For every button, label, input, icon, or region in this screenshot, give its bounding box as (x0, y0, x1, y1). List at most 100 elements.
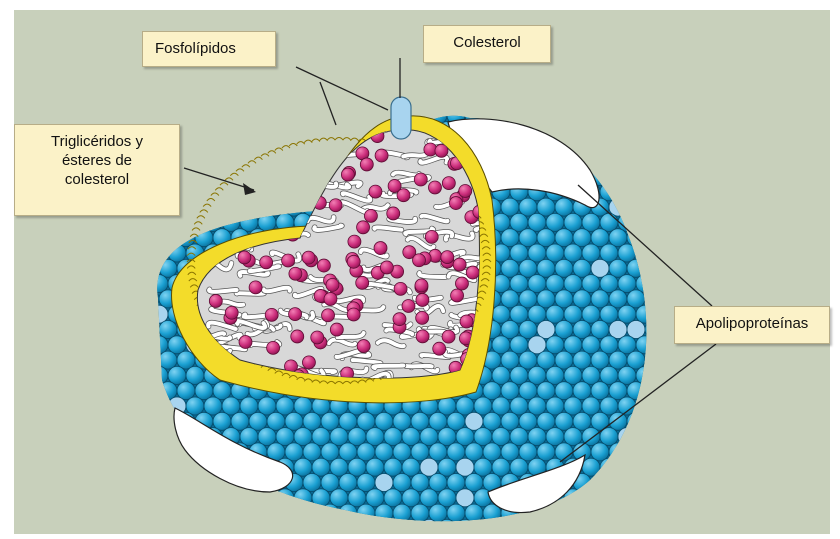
phospholipid-head (618, 519, 636, 537)
phospholipid-head (627, 474, 645, 492)
triglyceride-head (393, 313, 406, 326)
phospholipid-head (303, 504, 321, 522)
fatty-acid-chain (251, 140, 277, 146)
phospholipid-head (186, 489, 204, 507)
phospholipid-head (168, 213, 186, 231)
phospholipid-head (636, 458, 654, 476)
phospholipid-head (636, 91, 654, 109)
phospholipid-head (168, 91, 186, 109)
triglyceride-head (313, 196, 326, 209)
phospholipid-head (654, 366, 672, 384)
phospholipid-tail (343, 138, 351, 141)
triglyceride-head (347, 308, 360, 321)
phospholipid-head (285, 168, 303, 186)
fatty-acid-chain (226, 158, 252, 162)
phospholipid-head (267, 137, 285, 155)
phospholipid-head (267, 198, 285, 216)
phospholipid-head (627, 137, 645, 155)
fatty-acid-chain (200, 170, 226, 172)
phospholipid-tail (192, 228, 200, 231)
phospholipid-head (258, 91, 276, 109)
fatty-acid-chain (204, 132, 230, 138)
triglyceride-head (357, 340, 370, 353)
phospholipid-head (303, 106, 321, 124)
phospholipid-head (492, 91, 510, 109)
fatty-acid-chain (231, 193, 257, 199)
cholesterol-sphere (195, 137, 213, 155)
phospholipid-tail (289, 143, 297, 146)
triglyceride-head (416, 311, 429, 324)
phospholipid-head (636, 244, 654, 262)
phospholipid-head (330, 519, 348, 537)
phospholipid-tail (215, 188, 223, 191)
triglyceride-head (451, 289, 464, 302)
phospholipid-head (645, 229, 663, 247)
fatty-acid-chain (200, 170, 226, 172)
phospholipid-head (141, 443, 159, 461)
phospholipid-tail (327, 138, 335, 141)
phospholipid-head (141, 106, 159, 124)
phospholipid-head (528, 519, 546, 537)
fatty-acid-chain (294, 156, 320, 166)
phospholipid-head (600, 458, 618, 476)
phospholipid-tail (230, 173, 238, 176)
phospholipid-head (474, 519, 492, 537)
phospholipid-head (591, 106, 609, 124)
phospholipid-head (510, 91, 528, 109)
fatty-acid-chain (195, 164, 224, 170)
fatty-acid-chain (280, 139, 306, 143)
phospholipid-head (654, 489, 672, 507)
phospholipid-head (600, 519, 618, 537)
phospholipid-head (159, 474, 177, 492)
fatty-acid-chain (259, 191, 285, 195)
triglyceride-head (254, 197, 267, 210)
phospholipid-head (546, 519, 564, 537)
triglyceride-head (416, 293, 429, 306)
phospholipid-head (150, 519, 168, 537)
triglyceride-head (207, 153, 220, 166)
phospholipid-head (636, 519, 654, 537)
phospholipid-head (618, 152, 636, 170)
phospholipid-head (609, 137, 627, 155)
phospholipid-head (231, 168, 249, 186)
phospholipid-tail (248, 161, 256, 164)
phospholipid-head (294, 122, 312, 140)
phospholipid-head (474, 91, 492, 109)
fatty-acid-chain (294, 156, 320, 166)
triglyceride-head (402, 299, 415, 312)
phospholipid-head (249, 504, 267, 522)
phospholipid-head (645, 351, 663, 369)
phospholipid-tail (225, 178, 233, 181)
triglyceride-head (225, 306, 238, 319)
triglyceride-head (453, 258, 466, 271)
phospholipid-head (222, 489, 240, 507)
cholesterol-molecule (391, 97, 411, 139)
phospholipid-head (492, 519, 510, 537)
triglyceride-head (265, 308, 278, 321)
phospholipid-head (213, 106, 231, 124)
phospholipid-head (600, 489, 618, 507)
phospholipid-head (159, 229, 177, 247)
phospholipid-head (258, 122, 276, 140)
phospholipid-head (204, 183, 222, 201)
phospholipid-head (213, 137, 231, 155)
phospholipid-head (654, 183, 672, 201)
phospholipid-head (276, 519, 294, 537)
triglyceride-head (360, 158, 373, 171)
fatty-acid-chain (204, 132, 230, 138)
phospholipid-head (627, 168, 645, 186)
phospholipid-head (168, 489, 186, 507)
fatty-acid-chain (322, 128, 352, 133)
triglyceride-head (238, 251, 251, 264)
phospholipid-head (330, 91, 348, 109)
label-phospholipids: Fosfolípidos (142, 31, 276, 67)
fatty-acid-chain (198, 170, 224, 172)
triglyceride-head (224, 129, 237, 142)
triglyceride-head (322, 309, 335, 322)
phospholipid-head (168, 458, 186, 476)
triglyceride-head (442, 330, 455, 343)
phospholipid-head (420, 91, 438, 109)
phospholipid-tail (207, 199, 215, 202)
phospholipid-head (618, 122, 636, 140)
